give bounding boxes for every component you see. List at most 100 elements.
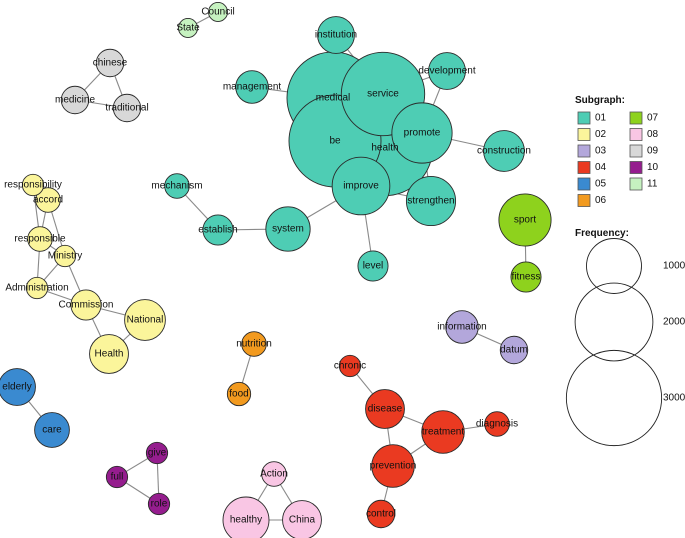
node-give [145,441,169,465]
node-healthy [222,496,270,538]
node-label-care: care [42,425,62,436]
legend-swatch-02 [577,128,591,141]
node-responsibility [21,173,45,197]
node-label-medical: medical [316,93,350,104]
legend-label-06: 06 [595,195,607,206]
node-label-management: management [223,82,282,93]
node-label-diagnosis: diagnosis [476,419,518,430]
node-label-chronic: chronic [334,361,366,372]
legend-label-10: 10 [647,162,659,173]
node-label-service: service [367,89,399,100]
node-label-council: Council [201,7,234,18]
node-disease [365,389,405,429]
legend-frequency-title: Frequency: [575,228,629,239]
node-fitness [510,261,542,293]
node-council [208,2,228,22]
node-label-responsible: responsible [14,234,66,245]
node-institution [317,16,355,54]
legend-frequency-circle-1000 [586,238,642,294]
node-label-health: Health [95,349,124,360]
node-label-medicine: medicine [55,95,95,106]
node-information [445,310,479,344]
node-treatment [421,410,465,454]
node-label-accord: accord [33,195,63,206]
legend-label-07: 07 [647,113,659,124]
node-label-control: control [366,509,396,520]
legend-frequency-label-3000: 3000 [663,393,685,404]
node-commission [70,289,102,321]
node-label-promote: promote [404,128,441,139]
legend-frequency-label-2000: 2000 [663,317,685,328]
legend-frequency-items: 1000 2000 3000 [565,238,685,447]
node-label-chinese: chinese [93,58,128,69]
node-label-establish: establish [198,225,237,236]
legend-swatch-10 [629,161,643,174]
node-mechanism [164,173,190,199]
legend-frequency-label-1000: 1000 [663,261,685,272]
node-responsible [27,226,53,252]
legend-swatch-01 [577,111,591,125]
node-label-health: health [371,143,398,154]
node-level [357,250,389,282]
node-action [261,461,287,487]
node-label-datum: datum [500,345,528,356]
node-prevention [371,444,415,488]
legend-swatch-09 [629,144,643,158]
node-role [147,492,171,516]
node-label-sport: sport [514,215,536,226]
node-label-level: level [363,261,384,272]
node-ministry [53,244,77,268]
node-label-be: be [329,136,341,147]
node-datum [499,335,529,365]
node-sport [498,193,552,247]
legend-label-02: 02 [595,129,607,140]
node-label-national: National [127,315,164,326]
node-label-china: China [289,515,316,526]
node-label-improve: improve [343,181,379,192]
node-diagnosis [484,411,510,437]
node-label-institution: institution [315,30,357,41]
legend-frequency-circle-2000 [574,282,654,362]
legend-subgraph-title: Subgraph: [575,95,625,106]
legend-label-09: 09 [647,146,659,157]
node-administration [25,276,49,300]
node-promote [391,102,453,164]
node-care [34,412,70,448]
network-nodes: institution management medical service devel… [0,2,552,538]
node-label-traditional: traditional [105,103,148,114]
node-system [265,206,311,252]
node-label-elderly: elderly [2,382,31,393]
node-label-food: food [229,389,248,400]
node-medicine [60,85,90,115]
node-full [105,465,129,489]
node-strengthen [405,175,457,227]
node-traditional [112,93,142,123]
node-health [89,334,129,374]
node-label-treatment: treatment [422,427,464,438]
node-label-system: system [272,224,304,235]
node-label-healthy: healthy [230,515,262,526]
legend-frequency-circle-3000 [565,349,663,447]
node-establish [202,214,234,246]
legend-label-04: 04 [595,162,607,173]
node-label-mechanism: mechanism [151,181,202,192]
node-label-give: give [148,448,167,459]
node-elderly [0,368,36,406]
node-label-responsibility: responsibility [4,180,62,191]
node-construction [483,130,525,172]
legend-label-05: 05 [595,179,607,190]
node-china [282,500,322,538]
node-label-development: development [418,66,475,77]
node-state [178,18,198,38]
node-label-strengthen: strengthen [407,196,454,207]
node-chronic [338,354,362,378]
node-label-prevention: prevention [370,461,417,472]
node-label-commission: Commission [58,300,113,311]
node-label-administration: Administration [5,283,68,294]
node-chinese [95,48,125,78]
node-label-nutrition: nutrition [236,339,272,350]
node-label-fitness: fitness [512,272,541,283]
legend-swatch-04 [577,161,591,174]
